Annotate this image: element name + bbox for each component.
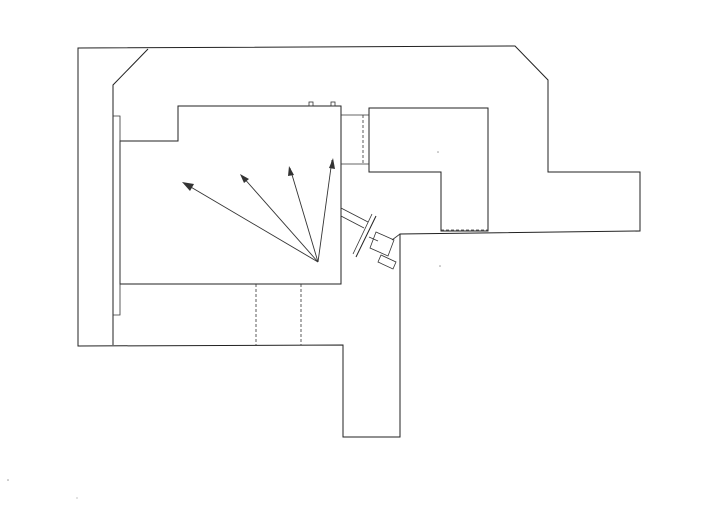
inner-wall-left <box>112 48 149 345</box>
outer-wall <box>77 45 641 438</box>
main-room <box>119 105 342 285</box>
left-wall-strip <box>113 115 121 316</box>
fire-direction-arrows <box>182 158 335 263</box>
roof-vent <box>330 101 336 107</box>
embrasure-assembly <box>340 207 401 270</box>
roof-vent <box>308 101 314 107</box>
annex-room <box>368 107 489 232</box>
